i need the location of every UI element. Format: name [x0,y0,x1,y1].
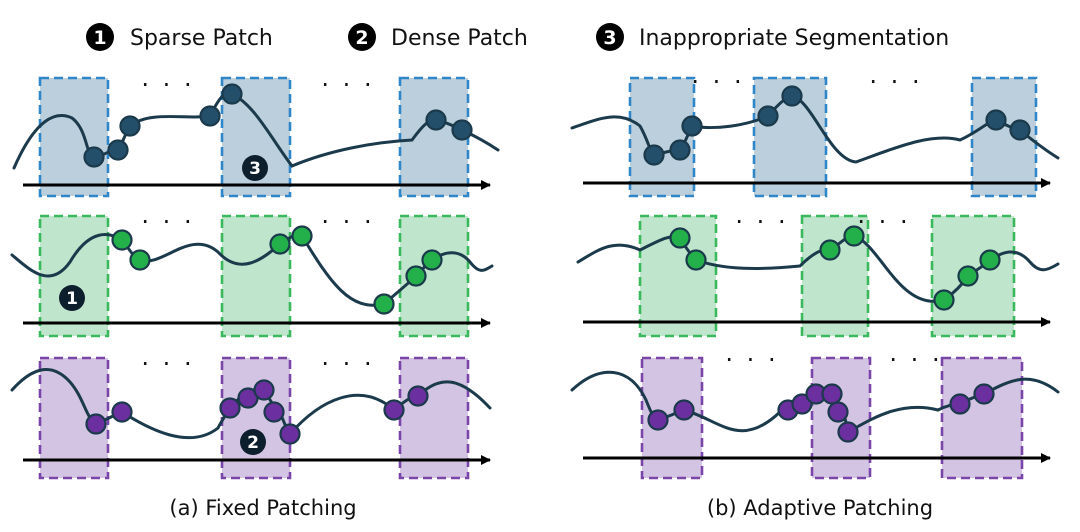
data-point [791,393,813,415]
ellipsis: · · · [725,346,778,374]
badge-icon [242,155,268,181]
data-point [119,115,141,137]
data-point [219,397,241,419]
data-point [669,139,691,161]
data-point [269,233,291,255]
ellipsis: · · · [321,208,374,236]
data-point [405,265,427,287]
row-green: · · · · · · 1 [10,208,494,338]
data-point [957,265,979,287]
caption-adaptive-patching: (b) Adaptive Patching [707,496,933,520]
ellipsis: · · · [735,208,788,236]
ellipsis: · · · [889,346,942,374]
ellipsis: · · · [691,68,744,96]
data-point [85,413,107,435]
data-point [985,109,1007,131]
data-point [1009,119,1031,141]
badge-icon [240,429,266,455]
patch-box [940,356,1024,480]
legend-label: Sparse Patch [130,26,273,51]
data-point [373,293,395,315]
badge-1-icon [86,23,114,51]
ellipsis: · · · [321,71,374,99]
ellipsis: · · · [141,208,194,236]
badge-number: 1 [66,289,78,309]
data-point [107,139,129,161]
badge-number: 2 [247,433,259,453]
data-point [949,393,971,415]
row-purple: · · · · · · 2 [10,350,492,480]
legend-item-sparse-patch: 1 Sparse Patch [86,23,273,51]
legend-label: Inappropriate Segmentation [639,26,949,51]
data-point [837,421,859,443]
ellipsis: · · · [857,208,910,236]
data-point [685,249,707,271]
data-point [819,239,841,261]
legend-label: Dense Patch [391,26,528,51]
data-point [757,105,779,127]
ellipsis: · · · [141,71,194,99]
data-point [129,249,151,271]
ellipsis: · · · [321,350,374,378]
data-point [83,146,105,168]
data-point [421,249,443,271]
legend-item-dense-patch: 2 Dense Patch [348,23,528,51]
data-point [647,409,669,431]
badge-number: 3 [249,159,261,179]
badge-3-icon [596,23,624,51]
patch-box [38,76,110,198]
data-point [263,401,285,423]
badge-number: 2 [355,27,368,49]
data-point [221,83,243,105]
row-purple: · · · · · · [570,346,1060,480]
data-point [933,289,955,311]
patch-box [628,76,696,198]
legend-item-inappropriate-segmentation: 3 Inappropriate Segmentation [596,23,949,51]
legend: 1 Sparse Patch 2 Dense Patch 3 Inappropr… [86,23,949,51]
row-blue: · · · · · · [12,71,500,198]
data-point [279,423,301,445]
data-point [111,229,133,251]
data-point [681,115,703,137]
data-point [643,144,665,166]
data-point [673,399,695,421]
data-point [843,225,865,247]
data-point [407,385,429,407]
data-point [669,227,691,249]
caption-fixed-patching: (a) Fixed Patching [169,496,356,520]
panel-fixed: · · · · · · · · · · · · 1 · · · · · · 2 3 [10,71,500,480]
data-point [821,383,843,405]
data-point [451,119,473,141]
patch-box [398,356,470,480]
badge-number: 3 [603,27,616,49]
badge-icon [59,285,85,311]
data-point [781,85,803,107]
panels: · · ·· · ·· · ·· · ·1· · ·· · ·23· · ·· … [10,68,1060,480]
row-green: · · · · · · [576,208,1060,338]
badge-number: 1 [93,27,106,49]
data-point [979,249,1001,271]
data-point [425,109,447,131]
data-point [973,383,995,405]
ellipsis: · · · [141,350,194,378]
ellipsis: · · · [869,68,922,96]
row-blue: · · · · · · [570,68,1060,198]
data-point [827,401,849,423]
data-point [383,399,405,421]
data-point [199,105,221,127]
data-point [291,225,313,247]
data-point [111,401,133,423]
panel-adaptive: · · · · · · · · · · · · · · · · · · [570,68,1060,480]
data-point [253,379,275,401]
badge-2-icon [348,23,376,51]
